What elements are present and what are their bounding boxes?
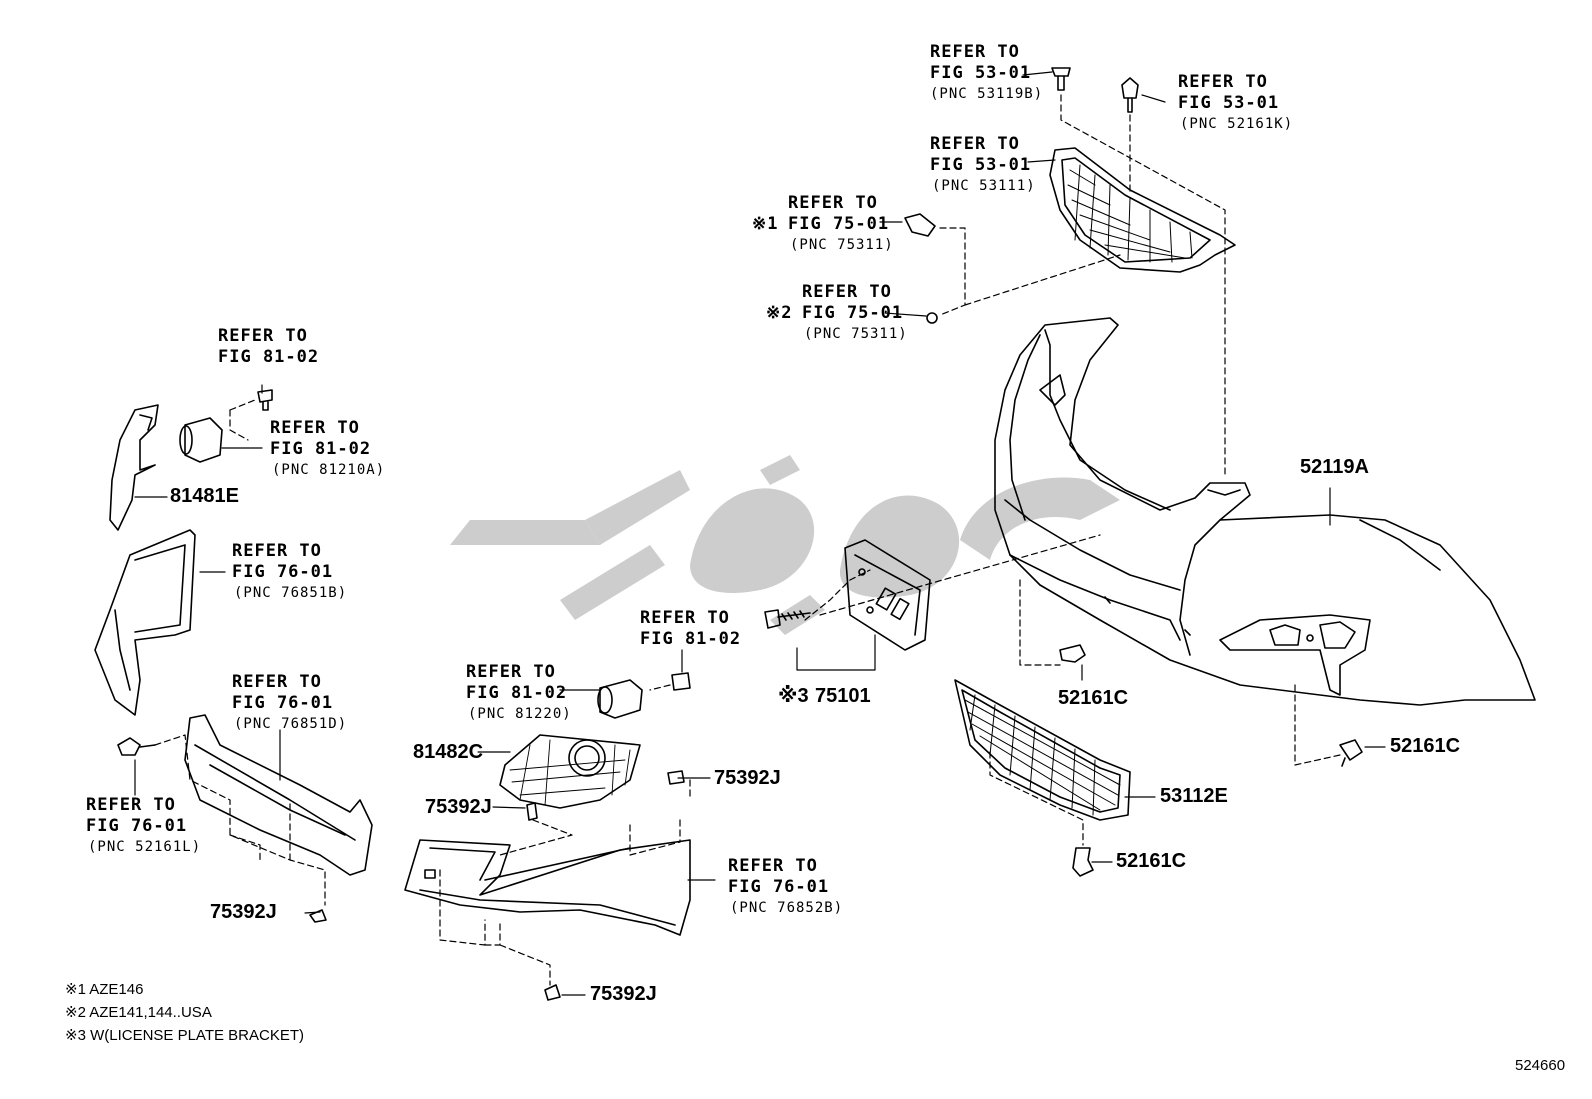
ref-l-line2: FIG 81-02 [466, 683, 568, 703]
ref-e-line3: (PNC 75311) [804, 326, 908, 342]
ref-h-line1: REFER TO [232, 541, 322, 561]
clip-75392j-left [309, 909, 327, 923]
part-52161c-right: 52161C [1390, 735, 1461, 757]
bracket-screw [764, 609, 811, 629]
leader-lines [134, 71, 1386, 996]
ref-j-line3: (PNC 52161L) [88, 839, 202, 855]
clip-52161c-upper [1059, 644, 1086, 663]
upper-grille [1049, 147, 1236, 273]
ref-f-line2: FIG 81-02 [218, 347, 320, 367]
grille-clip [1121, 77, 1139, 113]
note-1: ※1 AZE146 [65, 981, 144, 998]
ref-e-line2: FIG 75-01 [802, 303, 904, 323]
ref-c-line2: FIG 53-01 [930, 155, 1032, 175]
fog-lamp-socket [179, 417, 223, 463]
part-75392j-left: 75392J [210, 901, 277, 923]
clip-52161c-right [1339, 739, 1363, 767]
ref-g-line1: REFER TO [270, 418, 360, 438]
ref-a-line2: FIG 53-01 [930, 63, 1032, 83]
figure-number: 524660 [1515, 1057, 1566, 1074]
ref-b-line1: REFER TO [1178, 72, 1268, 92]
small-bolt [257, 389, 273, 411]
emblem-clip-2 [926, 312, 938, 324]
ref-a-line1: REFER TO [930, 42, 1020, 62]
ref-i-line3: (PNC 76851D) [234, 716, 348, 732]
part-52161c-upper: 52161C [1058, 687, 1129, 709]
ref-l-line3: (PNC 81220) [468, 706, 572, 722]
front-bumper-cover [994, 317, 1536, 706]
part-75392j-center: 75392J [425, 796, 492, 818]
clip-75392j-bottom [544, 984, 561, 1001]
lower-molding-76851d [184, 714, 373, 876]
part-75101: 75101 [815, 685, 871, 707]
ref-m-line2: FIG 76-01 [728, 877, 830, 897]
ref-k-line2: FIG 81-02 [640, 629, 742, 649]
ref-g-line3: (PNC 81210A) [272, 462, 386, 478]
part-75101-mark: ※3 [778, 685, 809, 707]
grille-screw [1051, 67, 1071, 91]
ref-d-line1: REFER TO [788, 193, 878, 213]
guide-lines [154, 94, 1341, 986]
side-molding-76851b [94, 529, 196, 716]
part-52161c-lower: 52161C [1116, 850, 1187, 872]
fog-lamp-bracket-81481e [109, 404, 159, 531]
ref-m-line3: (PNC 76852B) [730, 900, 844, 916]
watermark-logo [450, 455, 1120, 635]
ref-e-line1: REFER TO [802, 282, 892, 302]
lower-grille [954, 679, 1131, 821]
clip-75392j-center [526, 802, 538, 821]
ref-m-line1: REFER TO [728, 856, 818, 876]
part-75392j-right: 75392J [714, 767, 781, 789]
ref-d-line3: (PNC 75311) [790, 237, 894, 253]
lower-spoiler-76852b [404, 839, 691, 936]
ref-b-line2: FIG 53-01 [1178, 93, 1280, 113]
part-53112e: 53112E [1160, 785, 1228, 807]
ref-b-line3: (PNC 52161K) [1180, 116, 1294, 132]
note-3: ※3 W(LICENSE PLATE BRACKET) [65, 1027, 305, 1044]
ref-f-line1: REFER TO [218, 326, 308, 346]
license-plate-bracket [844, 539, 931, 651]
ref-g-line2: FIG 81-02 [270, 439, 372, 459]
fog-lamp-cover-81482c [499, 734, 641, 809]
ref-c-line1: REFER TO [930, 134, 1020, 154]
ref-j-line2: FIG 76-01 [86, 816, 188, 836]
ref-l-line1: REFER TO [466, 662, 556, 682]
ref-i-line1: REFER TO [232, 672, 322, 692]
ref-h-line3: (PNC 76851B) [234, 585, 348, 601]
ref-e-mark: ※2 [766, 303, 793, 323]
part-81481e: 81481E [170, 485, 239, 507]
note-2: ※2 AZE141,144..USA [65, 1004, 212, 1021]
fog-lamp-81220 [597, 679, 643, 719]
ref-i-line2: FIG 76-01 [232, 693, 334, 713]
ref-a-line3: (PNC 53119B) [930, 86, 1044, 102]
ref-d-mark: ※1 [752, 214, 779, 234]
ref-k-line1: REFER TO [640, 608, 730, 628]
emblem-bracket-1 [904, 213, 936, 237]
part-75392j-bottom: 75392J [590, 983, 657, 1005]
part-52119a: 52119A [1300, 456, 1369, 478]
clip-52161l [117, 737, 156, 756]
ref-d-line2: FIG 75-01 [788, 214, 890, 234]
ref-j-line1: REFER TO [86, 795, 176, 815]
clip-75392j-right [667, 770, 685, 785]
fog-bolt [671, 672, 691, 691]
ref-h-line2: FIG 76-01 [232, 562, 334, 582]
clip-52161c-lower [1072, 847, 1094, 877]
ref-c-line3: (PNC 53111) [932, 178, 1036, 194]
part-81482c: 81482C [413, 741, 484, 763]
